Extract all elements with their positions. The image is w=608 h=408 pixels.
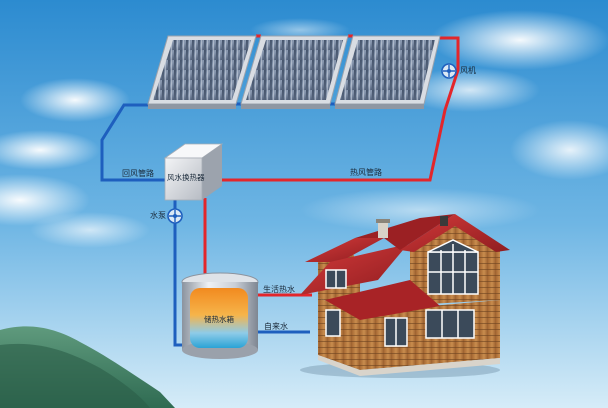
fan-label: 风机 bbox=[460, 66, 476, 75]
tap-water-label: 自来水 bbox=[264, 322, 288, 331]
hot-water-label: 生活热水 bbox=[263, 285, 295, 294]
heat-exchanger-box bbox=[163, 143, 224, 201]
solar-panel bbox=[147, 35, 257, 109]
tank-label: 储热水箱 bbox=[204, 315, 234, 324]
hot-pipes bbox=[203, 34, 460, 297]
solar-panel bbox=[240, 35, 349, 109]
hot-duct-label: 热风管路 bbox=[350, 168, 382, 177]
pump-icon bbox=[167, 208, 183, 224]
storage-tank bbox=[181, 272, 259, 359]
solar-panel bbox=[334, 35, 441, 109]
exchanger-label: 风水换热器 bbox=[167, 173, 205, 182]
return-duct-label: 回风管路 bbox=[122, 169, 154, 178]
solar-collectors bbox=[147, 35, 441, 109]
fan-icon bbox=[441, 63, 457, 79]
house bbox=[300, 214, 510, 378]
pump-label: 水泵 bbox=[150, 211, 166, 220]
